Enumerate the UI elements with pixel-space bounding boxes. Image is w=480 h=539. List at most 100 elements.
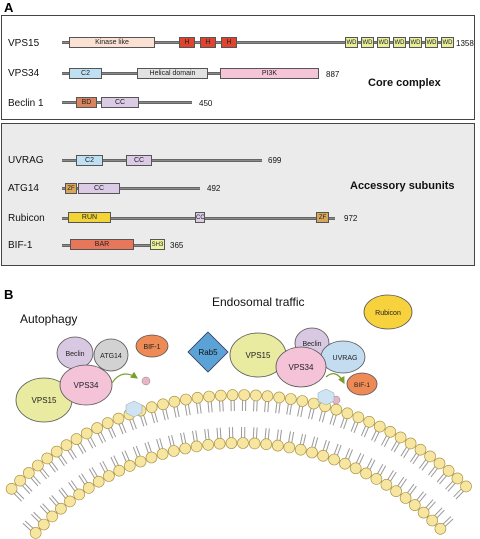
lipid-head-outer — [384, 425, 397, 438]
lipid-head-inner — [328, 453, 340, 466]
domain-zf: ZF — [316, 212, 329, 223]
protein-length: 699 — [268, 156, 282, 165]
lipid-head-outer — [22, 467, 35, 479]
label-beclin-left: Beclin — [65, 351, 84, 358]
endosomal-traffic-label: Endosomal traffic — [212, 295, 305, 309]
lipid-head-inner — [380, 478, 393, 491]
lipid-head-outer — [226, 389, 239, 401]
lipid-head-inner — [64, 495, 76, 508]
lipid-head-inner — [213, 437, 226, 450]
lipid-head-outer — [460, 480, 472, 493]
domain-heat-2: H — [200, 37, 216, 48]
lipid-head-inner — [179, 442, 191, 455]
domain-cc: CC — [78, 183, 120, 194]
lipid-head-inner — [271, 439, 284, 452]
domain-c2: C2 — [69, 68, 102, 79]
protein-length: 492 — [207, 184, 221, 193]
lipid-head-outer — [168, 395, 181, 408]
pi-left — [141, 376, 151, 386]
lipid-head-outer — [50, 445, 63, 458]
domain-wd-4: WD — [393, 37, 406, 48]
vps34-right — [275, 346, 327, 388]
endosomal-complex: VPS15 Rubicon Beclin UVRAG VPS34 BIF-1 — [229, 294, 413, 406]
lipid-head-inner — [390, 485, 402, 498]
lipid-head-inner — [190, 440, 203, 453]
protein-name: ATG14 — [8, 183, 39, 194]
lipid-head-outer — [307, 397, 320, 410]
domain-wd-1: WD — [345, 37, 358, 48]
protein-backbone — [62, 159, 262, 162]
lipid-head-outer — [296, 395, 309, 407]
domain-heat-1: H — [179, 37, 195, 48]
lipid-head-inner — [349, 462, 362, 475]
domain-bar: BAR — [70, 239, 134, 250]
domain-wd-5: WD — [409, 37, 422, 48]
domain-sh3: SH3 — [150, 239, 165, 250]
lipid-head-outer — [32, 459, 44, 472]
lipid-head-outer — [433, 457, 446, 470]
label-rab5: Rab5 — [198, 348, 218, 357]
domain-pi3k: PI3K — [220, 68, 319, 79]
protein-name: Beclin 1 — [8, 98, 44, 109]
lipid-head-outer — [273, 391, 286, 404]
protein-length: 887 — [326, 70, 340, 79]
lipid-head-inner — [46, 510, 59, 523]
lipid-head-inner — [370, 473, 383, 485]
domain-cc: CC — [101, 97, 139, 108]
lipid-head-inner — [134, 455, 147, 468]
lipid-head-outer — [180, 393, 192, 406]
autophagy-label: Autophagy — [20, 312, 77, 326]
panel-b-letter: B — [4, 287, 14, 302]
lipid-head-inner — [426, 514, 439, 527]
lipid-head-inner — [103, 470, 115, 482]
lipid-head-inner — [156, 448, 169, 460]
label-rubicon-right: Rubicon — [375, 310, 401, 317]
protein-name: Rubicon — [8, 213, 45, 224]
lipid-head-outer — [330, 403, 343, 416]
protein-backbone — [62, 187, 200, 190]
lipid-head-inner — [168, 445, 180, 457]
label-bif1-left: BIF-1 — [143, 344, 160, 351]
lipid-head-inner — [37, 518, 50, 531]
lipid-head-outer — [284, 393, 297, 405]
label-beclin-right: Beclin — [302, 341, 321, 348]
domain-cc: CC — [126, 155, 152, 166]
catalysis-arrow-right — [325, 373, 345, 385]
lipid-head-inner — [434, 522, 447, 535]
lipid-head-outer — [442, 464, 455, 477]
lipid-head-inner — [294, 443, 307, 456]
lipid-head-outer — [250, 389, 262, 402]
protein-backbone — [62, 41, 444, 44]
domain-heat-3: H — [221, 37, 237, 48]
rubicon-right — [363, 294, 413, 330]
lipid-head-outer — [394, 431, 407, 444]
lipid-head-outer — [101, 417, 114, 429]
lipid-head-inner — [399, 492, 412, 504]
lipid-head-outer — [261, 390, 274, 403]
lipid-head-outer — [14, 474, 26, 487]
label-vps15-right: VPS15 — [246, 351, 271, 360]
protein-length: 365 — [170, 241, 184, 250]
lipid-head-inner — [317, 449, 329, 462]
protein-length: 450 — [199, 99, 213, 108]
domain-helical: Helical domain — [137, 68, 208, 79]
lipid-head-outer — [157, 398, 169, 411]
lipid-head-outer — [60, 439, 73, 452]
rab5-group: Rab5 — [187, 331, 229, 373]
lipid-head-outer — [80, 427, 93, 440]
label-atg14-left: ATG14 — [100, 353, 122, 360]
autophagy-complex: VPS15 Beclin ATG14 VPS34 BIF-1 — [15, 334, 169, 423]
pi3p-right — [317, 388, 335, 406]
lipid-head-inner — [113, 464, 125, 477]
lipid-head-outer — [41, 452, 54, 465]
label-vps34-right: VPS34 — [289, 363, 314, 372]
lipid-head-outer — [363, 415, 376, 428]
lipid-head-inner — [237, 437, 249, 449]
protein-length: 1358 — [456, 39, 474, 48]
domain-zf: ZF — [65, 183, 77, 194]
lipid-head-inner — [417, 506, 430, 519]
lipid-head-outer — [404, 437, 417, 450]
domain-wd-6: WD — [425, 37, 438, 48]
domain-run: RUN — [68, 212, 111, 223]
